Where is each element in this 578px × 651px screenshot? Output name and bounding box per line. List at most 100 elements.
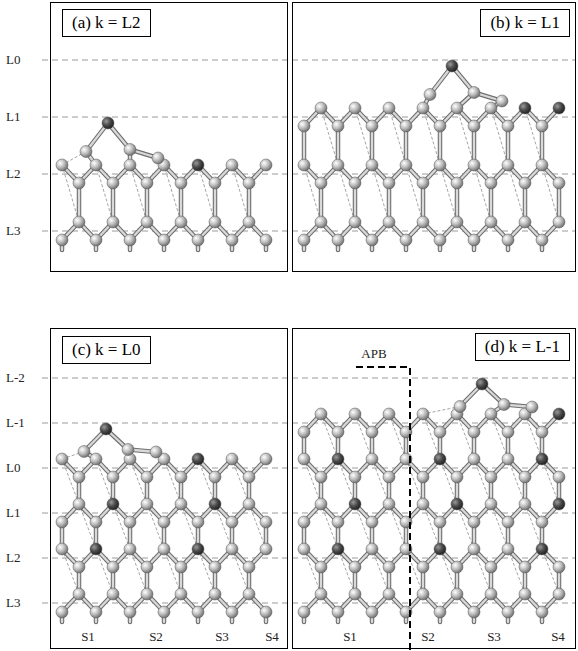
atom [315, 588, 327, 600]
atom [468, 516, 480, 528]
atom [192, 453, 204, 465]
atom [243, 561, 255, 573]
layer-guide [42, 378, 576, 379]
atom [434, 543, 446, 555]
atom [141, 216, 153, 228]
atom [332, 159, 344, 171]
layer-guide [42, 423, 576, 424]
atom [434, 120, 446, 132]
atom [90, 159, 102, 171]
atom [485, 102, 497, 114]
atom [298, 453, 310, 465]
atom [417, 471, 429, 483]
boundary-label: APB [359, 347, 388, 362]
atom [366, 234, 378, 246]
atom [209, 561, 221, 573]
atom [243, 216, 255, 228]
atom [485, 471, 497, 483]
cell-line [491, 108, 508, 165]
atom [150, 446, 162, 458]
atom [383, 177, 395, 189]
atom [383, 498, 395, 510]
atom [417, 216, 429, 228]
atom [417, 177, 429, 189]
layer-label: L2 [4, 167, 22, 182]
atom [383, 471, 395, 483]
atom [124, 543, 136, 555]
atom [434, 234, 446, 246]
panel-title-box: (c) k = L0 [62, 336, 151, 364]
atom [383, 102, 395, 114]
atom [141, 471, 153, 483]
atom [332, 606, 344, 618]
atom [349, 216, 361, 228]
atom [451, 561, 463, 573]
layer-guide [42, 60, 576, 61]
atom [349, 408, 361, 420]
atom [451, 588, 463, 600]
layer-label: L0 [4, 461, 22, 476]
atom [315, 498, 327, 510]
atom [383, 216, 395, 228]
site-label: S3 [213, 630, 231, 645]
atom [141, 588, 153, 600]
panel-title-box: (a) k = L2 [62, 9, 151, 37]
atom [468, 453, 480, 465]
cell-line [96, 165, 113, 222]
atom [468, 120, 480, 132]
atom [332, 516, 344, 528]
atom [519, 498, 531, 510]
cell-line [321, 108, 338, 165]
atom [349, 102, 361, 114]
atom [553, 498, 565, 510]
cell-line [198, 165, 215, 222]
site-label: S2 [147, 630, 165, 645]
atom [400, 159, 412, 171]
cell-line [457, 108, 474, 165]
atom [417, 498, 429, 510]
atom [124, 159, 136, 171]
atom [383, 408, 395, 420]
atom [209, 216, 221, 228]
cell-line [423, 108, 440, 165]
atom [298, 543, 310, 555]
cell-line [130, 165, 147, 222]
panel-title: (a) k = L2 [72, 13, 141, 32]
panel-title-box: (b) k = L1 [480, 9, 570, 37]
atom [226, 543, 238, 555]
atom [454, 401, 466, 413]
panel-title: (b) k = L1 [490, 13, 560, 32]
atom [226, 159, 238, 171]
atom [141, 498, 153, 510]
lattice [298, 60, 565, 250]
atom [536, 543, 548, 555]
atom [175, 588, 187, 600]
lattice [56, 117, 272, 250]
atom [332, 234, 344, 246]
atom [298, 120, 310, 132]
panel-frame [293, 3, 576, 272]
atom [446, 60, 458, 72]
atom [298, 426, 310, 438]
atom [141, 561, 153, 573]
atom [366, 426, 378, 438]
atom [468, 543, 480, 555]
atom [73, 177, 85, 189]
atom [468, 87, 480, 99]
atom [366, 543, 378, 555]
atom [243, 177, 255, 189]
atom [122, 444, 134, 456]
atom [56, 543, 68, 555]
atom [519, 588, 531, 600]
atom [400, 120, 412, 132]
atom [553, 102, 565, 114]
atom [73, 561, 85, 573]
atom [485, 498, 497, 510]
atom [424, 89, 436, 101]
atom [175, 471, 187, 483]
panel-frames [51, 3, 576, 649]
atom [209, 588, 221, 600]
atom [536, 234, 548, 246]
cell-line [372, 165, 389, 222]
atom [192, 516, 204, 528]
